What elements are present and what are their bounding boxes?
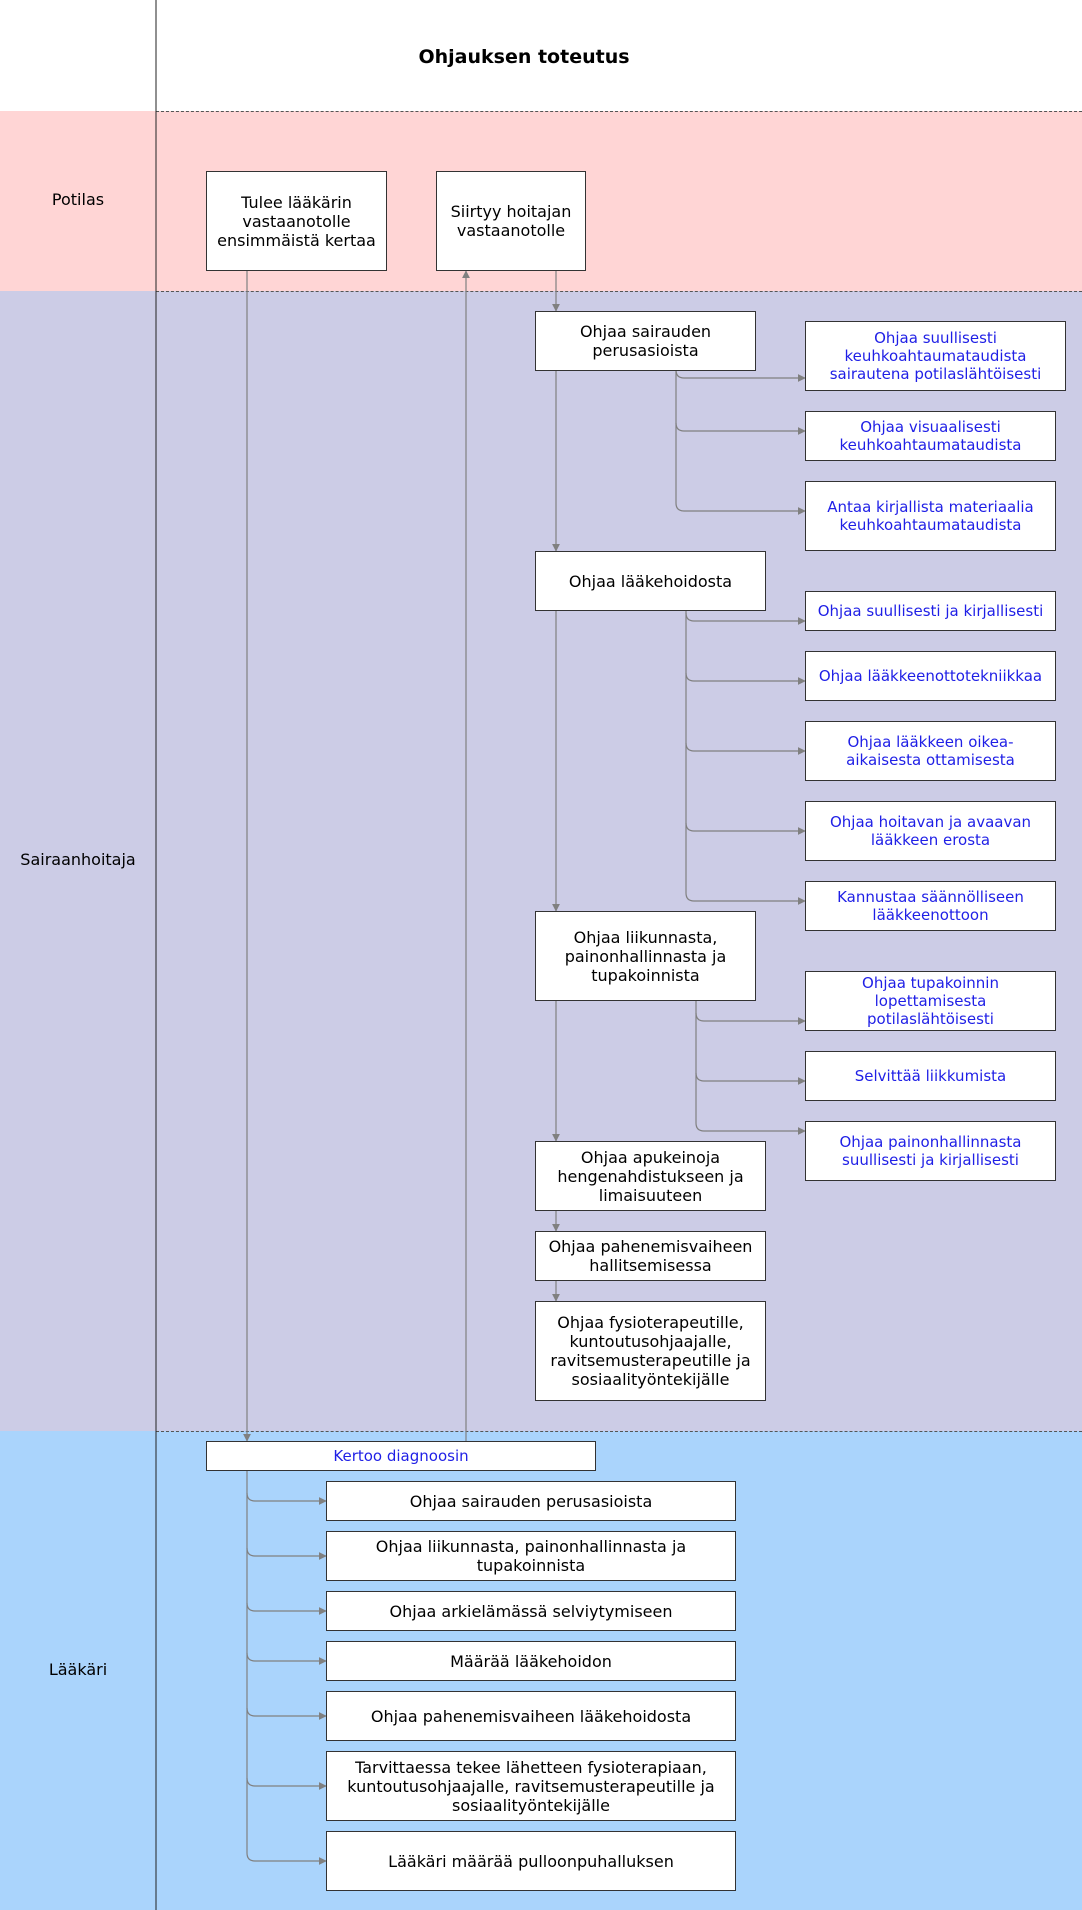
nurse-referral-box: Ohjaa fysioterapeutille, kuntoutusohjaaj…	[535, 1301, 766, 1401]
doctor-item-basics: Ohjaa sairauden perusasioista	[326, 1481, 736, 1521]
lane-label-potilas: Potilas	[51, 190, 105, 209]
nurse-lifestyle-box: Ohjaa liikunnasta, painonhallinnasta ja …	[535, 911, 756, 1001]
connector-doctor-branch	[246, 1492, 327, 1505]
nurse-medication-sub-regular: Kannustaa säännölliseen lääkkeenottoon	[805, 881, 1056, 931]
connector-basics-branch	[675, 502, 806, 515]
connector-basics-branch	[675, 422, 806, 435]
nurse-lifestyle-sub-smoking: Ohjaa tupakoinnin lopettamisesta potilas…	[805, 971, 1056, 1031]
lane-divider	[156, 111, 1082, 112]
connector-basics-branch	[675, 369, 806, 382]
connector-doctor-branch	[246, 1602, 327, 1615]
connector-doctor-branch	[246, 1777, 327, 1790]
patient-first-visit-box: Tulee lääkärin vastaanotolle ensimmäistä…	[206, 171, 387, 271]
connector-medication-branch	[685, 672, 806, 685]
nurse-medication-sub-technique: Ohjaa lääkkeenottotekniikkaa	[805, 651, 1056, 701]
nurse-medication-box: Ohjaa lääkehoidosta	[535, 551, 766, 611]
connector-doctor-branch	[246, 1852, 327, 1865]
header-lane	[0, 0, 1082, 111]
doctor-item-referral: Tarvittaessa tekee lähetteen fysioterapi…	[326, 1751, 736, 1821]
lane-label-sairaanhoitaja: Sairaanhoitaja	[20, 850, 136, 869]
doctor-item-daily-life: Ohjaa arkielämässä selviytymiseen	[326, 1591, 736, 1631]
nurse-lifestyle-sub-weight: Ohjaa painonhallinnasta suullisesti ja k…	[805, 1121, 1056, 1181]
connector-lifestyle-branch	[695, 1012, 806, 1025]
nurse-exacerbation-box: Ohjaa pahenemisvaiheen hallitsemisessa	[535, 1231, 766, 1281]
diagram-title: Ohjauksen toteutus	[418, 46, 630, 68]
patient-nurse-visit-box: Siirtyy hoitajan vastaanotolle	[436, 171, 586, 271]
nurse-medication-sub-difference: Ohjaa hoitavan ja avaavan lääkkeen erost…	[805, 801, 1056, 861]
doctor-item-lifestyle: Ohjaa liikunnasta, painonhallinnasta ja …	[326, 1531, 736, 1581]
doctor-item-spirometry: Lääkäri määrää pulloonpuhalluksen	[326, 1831, 736, 1891]
lane-divider	[156, 1431, 1082, 1432]
nurse-basics-box: Ohjaa sairauden perusasioista	[535, 311, 756, 371]
nurse-basics-sub-oral: Ohjaa suullisesti keuhkoahtaumataudista …	[805, 321, 1066, 391]
doctor-item-medication: Määrää lääkehoidon	[326, 1641, 736, 1681]
doctor-item-exacerbation: Ohjaa pahenemisvaiheen lääkehoidosta	[326, 1691, 736, 1741]
connector-doctor-branch	[246, 1547, 327, 1560]
lane-label-laakari: Lääkäri	[48, 1660, 108, 1679]
connector-doctor-branch	[246, 1707, 327, 1720]
connector-lifestyle-branch	[695, 1072, 806, 1085]
doctor-diagnosis-box: Kertoo diagnoosin	[206, 1441, 596, 1471]
connector-medication-branch	[685, 742, 806, 755]
connector-doctor-branch	[246, 1652, 327, 1665]
connector-medication-branch	[685, 612, 806, 625]
nurse-medication-sub-timing: Ohjaa lääkkeen oikea-aikaisesta ottamise…	[805, 721, 1056, 781]
nurse-basics-sub-written: Antaa kirjallista materiaalia keuhkoahta…	[805, 481, 1056, 551]
nurse-lifestyle-sub-exercise: Selvittää liikkumista	[805, 1051, 1056, 1101]
nurse-basics-sub-visual: Ohjaa visuaalisesti keuhkoahtaumataudist…	[805, 411, 1056, 461]
nurse-devices-box: Ohjaa apukeinoja hengenahdistukseen ja l…	[535, 1141, 766, 1211]
connector-medication-branch	[685, 892, 806, 905]
connector-lifestyle-branch	[695, 1122, 806, 1135]
connector-medication-branch	[685, 822, 806, 835]
lane-divider	[156, 291, 1082, 292]
nurse-medication-sub-oral-written: Ohjaa suullisesti ja kirjallisesti	[805, 591, 1056, 631]
